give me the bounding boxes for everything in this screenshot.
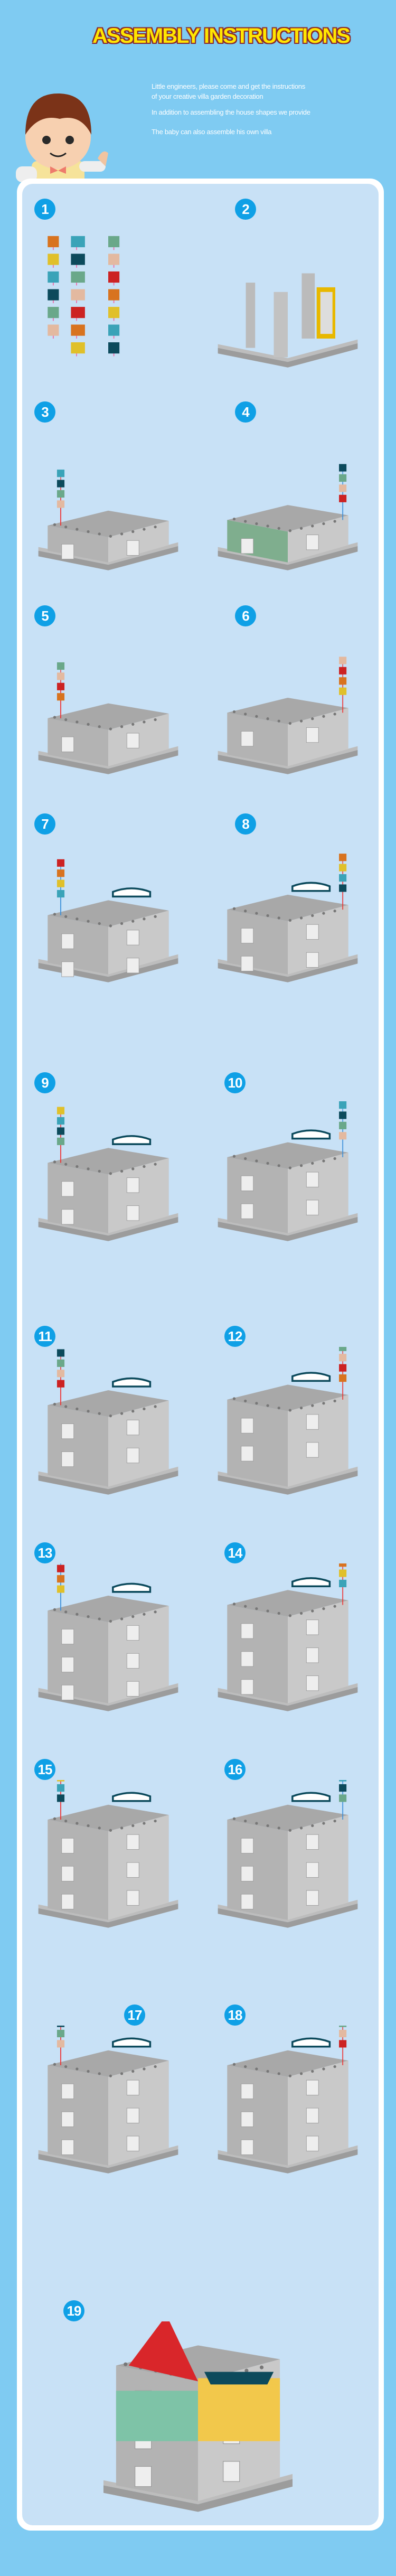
step-2-assembly-illustration xyxy=(218,273,358,368)
step-number-badge: 12 xyxy=(224,1326,246,1347)
step-6-assembly-illustration xyxy=(218,657,358,774)
step-number-badge: 10 xyxy=(224,1072,246,1093)
step-number-badge: 5 xyxy=(34,605,55,626)
step-number-badge: 18 xyxy=(224,2004,246,2026)
step-number-badge: 17 xyxy=(124,2004,145,2026)
step-13-assembly-illustration xyxy=(38,1563,178,1711)
step-number-badge: 4 xyxy=(235,401,256,423)
page-title: ASSEMBLY INSTRUCTIONS xyxy=(92,24,351,48)
step-number-badge: 14 xyxy=(224,1542,246,1563)
intro-line: The baby can also assemble his own villa xyxy=(152,128,272,136)
step-number-badge: 2 xyxy=(235,199,256,220)
step-4-assembly-illustration xyxy=(218,464,358,570)
intro-line: of your creative villa garden decoration xyxy=(152,92,263,100)
step-11-assembly-illustration xyxy=(38,1349,178,1495)
step-number-badge: 8 xyxy=(235,813,256,835)
step-1-assembly-illustration xyxy=(48,236,120,357)
step-number-badge: 9 xyxy=(34,1072,55,1093)
step-number-badge: 1 xyxy=(34,199,55,220)
step-15-assembly-illustration xyxy=(38,1780,178,1928)
step-number-badge: 6 xyxy=(235,605,256,626)
step-5-assembly-illustration xyxy=(38,662,178,774)
step-10-assembly-illustration xyxy=(218,1101,358,1241)
step-number-badge: 19 xyxy=(63,2300,84,2321)
step-7-assembly-illustration xyxy=(38,859,178,982)
step-16-assembly-illustration xyxy=(218,1780,358,1928)
step-3-assembly-illustration xyxy=(38,470,178,570)
step-12-assembly-illustration xyxy=(218,1347,358,1495)
step-8-assembly-illustration xyxy=(218,854,358,982)
step-9-assembly-illustration xyxy=(38,1107,178,1241)
step-number-badge: 16 xyxy=(224,1759,246,1780)
step-number-badge: 3 xyxy=(34,401,55,423)
boy-mascot-illustration xyxy=(16,93,108,188)
intro-line: In addition to assembling the house shap… xyxy=(152,108,310,116)
step-number-badge: 11 xyxy=(34,1326,55,1347)
step-number-badge: 13 xyxy=(34,1542,55,1563)
step-19-assembly-illustration xyxy=(103,2321,293,2512)
step-14-assembly-illustration xyxy=(218,1563,358,1711)
step-number-badge: 7 xyxy=(34,813,55,835)
intro-line: Little engineers, please come and get th… xyxy=(152,82,305,90)
step-18-assembly-illustration xyxy=(218,2026,358,2174)
step-number-badge: 15 xyxy=(34,1759,55,1780)
step-17-assembly-illustration xyxy=(38,2026,178,2174)
